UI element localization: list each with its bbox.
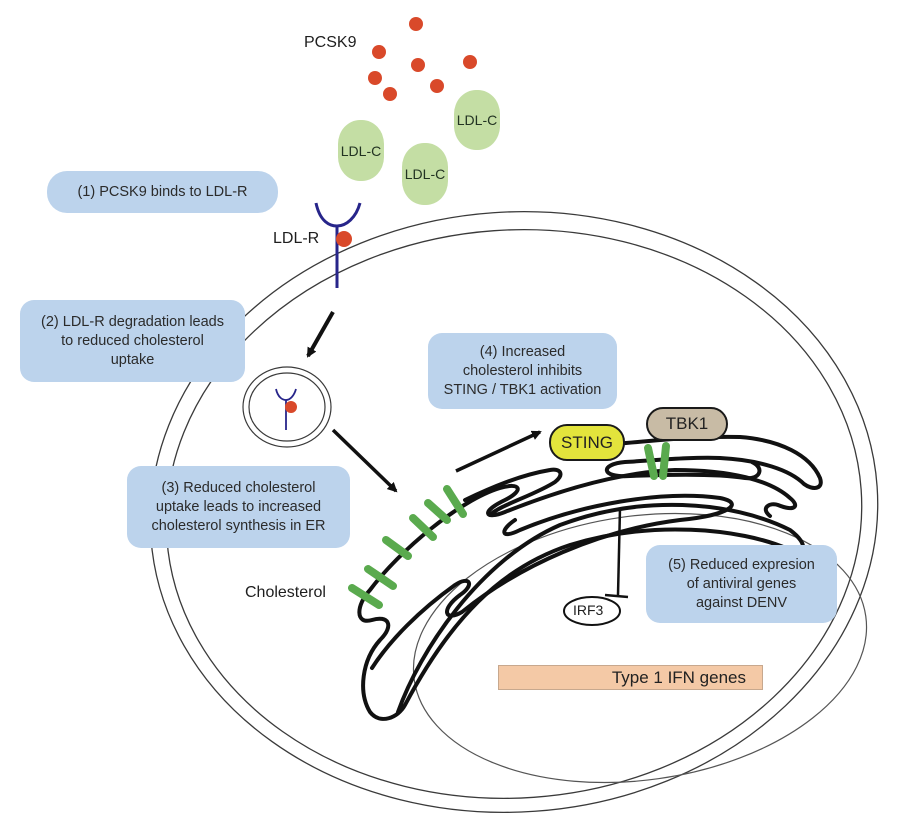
arrow-to-sting [455,430,542,473]
pcsk9-dot [372,45,386,59]
cholesterol-bar [364,565,397,590]
step-4-line: cholesterol inhibits [462,362,583,379]
endosome-vesicle [242,366,332,448]
pcsk9-dot [411,58,425,72]
step-4-line: STING / TBK1 activation [443,381,602,398]
step-5-line: of antiviral genes [686,575,797,592]
step-5-line: against DENV [695,594,788,611]
ldl-c-particle: LDL-C [402,143,448,205]
type1-ifn-genes: Type 1 IFN genes [498,665,763,690]
irf3-label: IRF3 [573,602,604,618]
sting-protein: STING [549,424,625,461]
pcsk9-dot [409,17,423,31]
step-3-line: cholesterol synthesis in ER [151,517,326,534]
step-3-line: (3) Reduced cholesterol [161,479,316,496]
ldl-r-label: LDL-R [273,230,320,247]
step-1-note: (1) PCSK9 binds to LDL-R [47,171,278,213]
arrow-internalization [306,311,335,358]
cholesterol-label: Cholesterol [245,584,326,601]
ldl-c-particle: LDL-C [454,90,500,150]
cholesterol-bar [644,444,658,480]
pcsk9-dot [463,55,477,69]
pcsk9-dot [430,79,444,93]
irf3-node [563,596,621,626]
step-3-note: (3) Reduced cholesterol uptake leads to … [127,466,350,548]
cholesterol-bar [659,442,670,480]
step-2-line: uptake [110,351,155,368]
cholesterol-bar [382,536,412,560]
cholesterol-bar [409,514,437,541]
endoplasmic-reticulum [357,434,823,721]
ldl-c-particle: LDL-C [338,120,384,181]
step-4-note: (4) Increased cholesterol inhibits STING… [428,333,617,409]
inhibition-symbol [604,507,629,599]
tbk1-protein: TBK1 [646,407,728,441]
step-1-line: (1) PCSK9 binds to LDL-R [77,183,248,200]
pcsk9-dot [383,87,397,101]
arrow-to-er [331,428,398,493]
step-3-line: uptake leads to increased [155,498,322,515]
pcsk9-molecules [368,17,477,101]
cholesterol-bar [348,584,383,609]
step-4-line: (4) Increased [479,343,566,360]
pcsk9-bound [336,231,352,247]
step-2-note: (2) LDL-R degradation leads to reduced c… [20,300,245,382]
cholesterol-molecules [348,442,670,609]
step-2-line: to reduced cholesterol [61,332,204,349]
step-5-note: (5) Reduced expresion of antiviral genes… [646,545,837,623]
cholesterol-bar [424,499,451,524]
nucleus [412,512,868,784]
step-5-line: (5) Reduced expresion [668,556,815,573]
pcsk9-dot [368,71,382,85]
cholesterol-bar [443,485,467,518]
step-2-line: (2) LDL-R degradation leads [41,313,224,330]
pcsk9-label: PCSK9 [304,34,357,51]
